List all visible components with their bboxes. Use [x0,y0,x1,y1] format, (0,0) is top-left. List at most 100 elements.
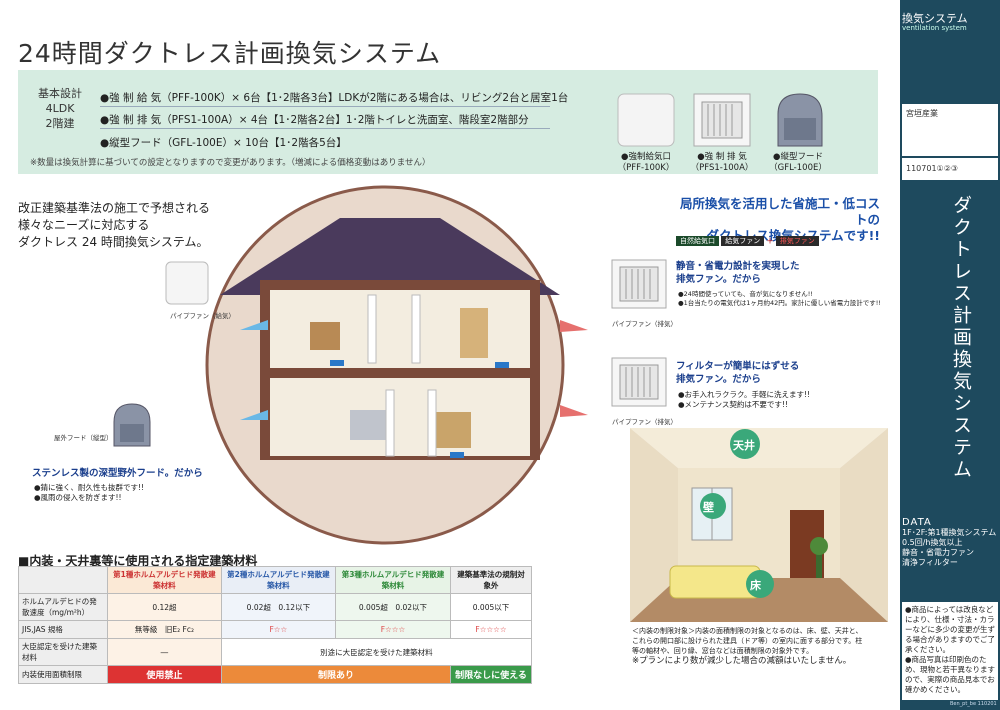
table-cell: ― [107,638,222,666]
room-label-wall: 壁 [703,501,714,514]
exhaust-fan-icon [688,90,756,152]
sidebar-subtitle: ventilation system [902,24,967,32]
table-cell: JIS,JAS 規格 [18,620,108,639]
table-cell: F☆☆ [220,620,336,639]
data-line: 1F･2F:第1種換気システム [902,528,997,537]
table-cell: 使用禁止 [107,665,222,684]
feature-heading-line: 排気ファン。だから [676,274,761,285]
data-line: 0.5回/h換気以上 [902,538,963,547]
sidebar-maker-box [902,104,998,156]
product-caption-line: ●強制給気口 [621,152,671,162]
bullet: ●1台当たりの電気代は1ヶ月約42円。家計に優しい省電力設計です!! [678,299,881,307]
data-line: 静音・省電力ファン [902,548,974,557]
feature-heading-line: 排気ファン。だから [676,374,761,385]
table-cell: 制限なしに使える [450,665,532,684]
product-caption-line: （PFF-100K） [617,163,675,173]
table-cell: 0.02超 0.12以下 [220,593,336,621]
table-cell: 0.005超 0.02以下 [334,593,452,621]
intro-line: 改正建築基準法の施工で予想される [18,201,211,215]
sidebar-vertical-title: ダクトレス計画換気システム [950,195,972,481]
room-label-floor: 床 [750,579,761,592]
spec-line-hood: ●縦型フード（GFL-100E）× 10台【1･2階各5台】 [100,137,347,149]
table-cell: ホルムアルデヒドの発散速度（mg/m²h） [18,593,108,621]
data-line: 清浄フィルター [902,558,958,567]
table-cell: 0.12超 [107,593,222,621]
spec-label-line: 4LDK [45,102,75,115]
sidebar-code-box [902,158,998,180]
hood-feature-heading: ステンレス製の深型野外フード。だから [32,468,203,479]
bullet: ●お手入れラクラク。手軽に洗えます!! [678,390,810,399]
note-line: ●商品によっては改良などにより、仕様・寸法・カラーなどに多少の変更が生ずる場合が… [905,605,995,654]
pipe-fan-intake-label: パイプファン（給気） [170,312,235,320]
sidebar-title: 換気システム [902,12,968,25]
page-title: 24時間ダクトレス計画換気システム [18,39,442,68]
table-header: 第1種ホルムアルデヒド発散建築材料 [107,566,222,594]
vertical-hood-icon [106,400,158,450]
product-caption: ●縦型フード （GFL-100E） [756,152,840,174]
badge-natural-intake: 自然給気口 [676,236,719,246]
materials-table: 第1種ホルムアルデヒド発散建築材料 第2種ホルムアルデヒド発散建築材料 第3種ホ… [18,566,533,684]
intake-vent-icon [162,258,212,308]
feature2-bullets: ●お手入れラクラク。手軽に洗えます!! ●メンテナンス契約は不要です!! [678,390,878,410]
feature-heading-line: 静音・省電力設計を実現した [676,261,800,272]
product-caption-line: ●強 制 排 気 [697,152,747,162]
table-row: 大臣認定を受けた建築材料 ― 別途に大臣認定を受けた建築材料 [18,638,533,666]
feature1-heading: 静音・省電力設計を実現した 排気ファン。だから [676,260,800,286]
bullet: ●錆に強く、耐久性も抜群です!! [34,483,145,492]
table-row: 内装使用面積制限 使用禁止 制限あり 制限なしに使える [18,665,532,684]
spec-label-line: 基本設計 [38,87,82,100]
spec-line-exhaust: ●強 制 排 気（PFS1-100A）× 4台【1･2階各2台】1･2階トイレと… [100,114,529,126]
sidebar-notes: ●商品によっては改良などにより、仕様・寸法・カラーなどに多少の変更が生ずる場合が… [902,602,998,700]
bullet: ●24時間使っていても、音が気になりません!! [678,290,813,298]
divider [100,128,550,129]
legend-badges: 自然給気口 給気ファン ＋ 排気ファン [676,236,819,246]
feature2-heading: フィルターが簡単にはずせる 排気ファン。だから [676,360,799,386]
product-caption-line: ●縦型フード [773,152,823,162]
room-caption: ＜内装の制限対象＞内装の面積制限の対象となるのは、床、壁、天井と、 これらの開口… [632,626,888,656]
vertical-hood-icon [764,88,832,150]
maker-name: 宮垣産業 [906,109,938,118]
product-caption-line: （GFL-100E） [769,163,827,173]
feature-heading-line: フィルターが簡単にはずせる [676,361,800,372]
table-cell: 0.005以下 [450,593,532,621]
table-row: 第1種ホルムアルデヒド発散建築材料 第2種ホルムアルデヒド発散建築材料 第3種ホ… [18,566,532,594]
room-label-ceiling: 天井 [733,439,755,452]
note-line: ●商品写真は印刷色のため、現物と若干異なりますので、実際の商品見本でお確かめくだ… [905,655,995,694]
sidebar-data: DATA 1F･2F:第1種換気システム 0.5回/h換気以上 静音・省電力ファ… [902,518,996,568]
hood-feature-bullets: ●錆に強く、耐久性も抜群です!! ●風雨の侵入を防ぎます!! [34,483,144,503]
materials-title: ■内装・天井裏等に使用される指定建築材料 [18,554,258,568]
table-cell: 内装使用面積制限 [18,665,108,684]
caption-line: 等の軸材や、回り縁、窓台などは面積制限の対象外です。 [632,647,814,655]
exhaust-fan-icon [610,258,668,310]
spec-note: ※数量は換気計算に基づいての設定となりますので変更があります。（増減による価格変… [30,158,431,168]
bullet: ●風雨の侵入を防ぎます!! [34,493,122,502]
table-row: JIS,JAS 規格 無等級 旧E₂ Fc₂ F☆☆ F☆☆☆ F☆☆☆☆ [18,620,532,639]
table-header: 第3種ホルムアルデヒド発散建築材料 [334,566,452,594]
product-caption: ●強 制 排 気 （PFS1-100A） [680,152,764,174]
table-header: 第2種ホルムアルデヒド発散建築材料 [220,566,336,594]
table-cell: 無等級 旧E₂ Fc₂ [107,620,222,639]
table-cell [18,566,108,594]
table-cell: 別途に大臣認定を受けた建築材料 [220,638,533,666]
headline-line: 局所換気を活用した省施工・低コストの [679,196,880,227]
feature1-bullets: ●24時間使っていても、音が気になりません!! ●1台当たりの電気代は1ヶ月約4… [678,290,888,308]
spec-label: 基本設計 4LDK 2階建 [30,86,90,131]
table-cell: 大臣認定を受けた建築材料 [18,638,108,666]
house-cutaway-illustration [205,185,588,545]
product-caption-line: （PFS1-100A） [690,163,754,173]
intake-vent-icon [612,90,680,152]
badge-exhaust-fan: 排気ファン [775,236,819,246]
table-cell: 制限あり [220,665,452,684]
exhaust-fan-icon [610,356,668,408]
room-note: ※プランにより数が減少した場合の減額はいたしません。 [632,656,852,666]
pipe-fan-exhaust-label: パイプファン（排気） [612,418,677,426]
product-code: 110701①②③ [906,164,959,173]
badge-intake-fan: 給気ファン [721,236,765,246]
pipe-fan-exhaust-label: パイプファン（排気） [612,320,677,328]
intro-line: 様々なニーズに対応する [18,218,150,232]
table-header: 建築基準法の規制対象外 [450,566,532,594]
data-heading: DATA [902,517,932,528]
spec-line-intake: ●強 制 給 気（PFF-100K）× 6台【1･2階各3台】LDKが2階にある… [100,92,569,104]
table-row: ホルムアルデヒドの発散速度（mg/m²h） 0.12超 0.02超 0.12以下… [18,593,532,621]
caption-line: これらの開口部に設けられた建具（ドア等）の室内に面する部分です。柱 [632,637,863,645]
